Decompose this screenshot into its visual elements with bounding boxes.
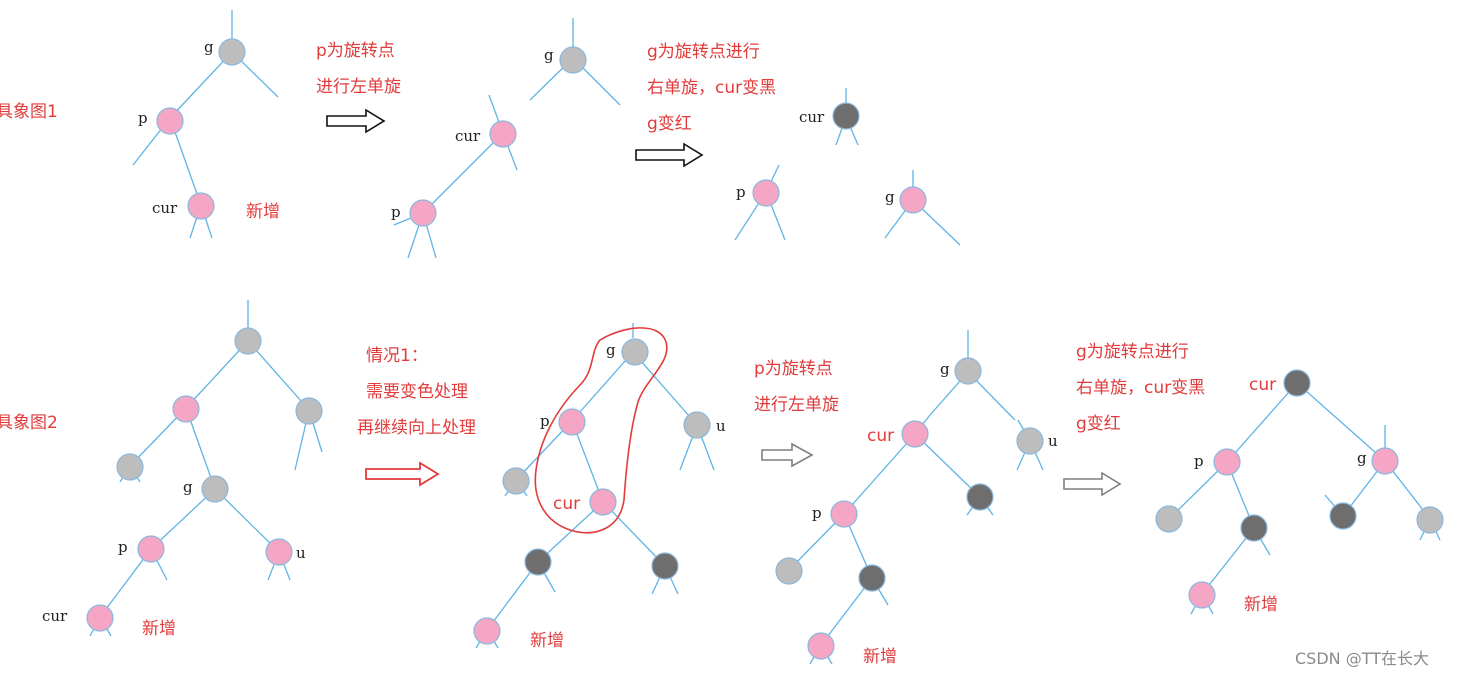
node	[116, 453, 144, 481]
label-g: g	[544, 46, 554, 64]
tree-r1-c: cur p g	[734, 88, 961, 246]
caption-r1-step1: p为旋转点 进行左单旋	[316, 41, 401, 97]
label-cur: cur	[553, 494, 580, 514]
node-u	[1016, 427, 1044, 455]
label-cur: cur	[455, 127, 481, 145]
row-label-1: 具象图1	[0, 102, 58, 122]
caption-r2-step2: g为旋转点进行 右单旋，cur变黑 g变红	[1076, 342, 1211, 434]
node-new	[807, 632, 835, 660]
node-u	[265, 538, 293, 566]
label-u: u	[716, 417, 726, 435]
label-cur: cur	[152, 199, 178, 217]
label-p: p	[391, 203, 401, 221]
caption-r2-case: 情况1： 需要变色处理 再继续向上处理	[357, 346, 476, 438]
node-root	[234, 327, 262, 355]
label-new: 新增	[1244, 595, 1278, 615]
node	[966, 483, 994, 511]
node	[651, 552, 679, 580]
arrow-r2-2	[761, 442, 814, 468]
node	[858, 564, 886, 592]
label-cur: cur	[867, 426, 894, 446]
row-label-2: 具象图2	[0, 413, 58, 433]
tree-r2-c: g cur u p 新增	[775, 330, 1058, 667]
node-g	[559, 46, 587, 74]
label-cur: cur	[799, 108, 825, 126]
label-cur: cur	[42, 607, 68, 625]
node-u	[683, 411, 711, 439]
label-p: p	[540, 412, 550, 430]
node	[502, 467, 530, 495]
node-g	[621, 338, 649, 366]
tree-r1-a: g p cur 新增	[132, 10, 280, 239]
label-new: 新增	[530, 631, 564, 651]
node-new	[473, 617, 501, 645]
node-g	[1371, 447, 1399, 475]
label-p: p	[1194, 452, 1204, 470]
node-cur	[187, 192, 215, 220]
node-p	[137, 535, 165, 563]
label-g: g	[606, 341, 616, 359]
label-p: p	[812, 504, 822, 522]
node-p	[156, 107, 184, 135]
node-g	[201, 475, 229, 503]
label-g: g	[204, 38, 214, 56]
label-g: g	[940, 360, 950, 378]
node-g	[218, 38, 246, 66]
node-g	[899, 186, 927, 214]
caption-r1-step2: g为旋转点进行 右单旋，cur变黑 g变红	[647, 42, 782, 134]
label-g: g	[183, 478, 193, 496]
tree-r2-a: g p u cur 新增	[42, 300, 323, 639]
highlight-outline	[534, 327, 668, 534]
arrow-r2-1	[365, 461, 440, 487]
label-new: 新增	[863, 647, 897, 667]
node-cur	[589, 488, 617, 516]
label-p: p	[736, 183, 746, 201]
label-new: 新增	[142, 619, 176, 639]
label-g: g	[1357, 449, 1367, 467]
tree-r2-b: g p u cur 新增	[473, 323, 726, 651]
node-p	[558, 408, 586, 436]
node-p	[830, 500, 858, 528]
node	[524, 548, 552, 576]
node-cur	[1283, 369, 1311, 397]
node	[1329, 502, 1357, 530]
arrow-r1-2	[635, 142, 704, 168]
label-p: p	[118, 538, 128, 556]
node-cur	[901, 420, 929, 448]
label-new: 新增	[246, 202, 280, 222]
label-u: u	[1048, 432, 1058, 450]
caption-r2-step1: p为旋转点 进行左单旋	[754, 359, 839, 415]
node-p	[752, 179, 780, 207]
node	[1240, 514, 1268, 542]
label-cur: cur	[1249, 375, 1276, 395]
node-new	[1188, 581, 1216, 609]
label-p: p	[138, 109, 148, 127]
arrow-r2-3	[1063, 471, 1122, 497]
label-u: u	[296, 544, 306, 562]
node	[172, 395, 200, 423]
node-g	[954, 357, 982, 385]
node-cur	[489, 120, 517, 148]
node-cur	[86, 604, 114, 632]
node	[1416, 506, 1444, 534]
node	[295, 397, 323, 425]
label-g: g	[885, 188, 895, 206]
node	[1155, 505, 1183, 533]
node-cur	[832, 102, 860, 130]
node-p	[409, 199, 437, 227]
watermark: CSDN @TT在长大	[1295, 649, 1429, 668]
tree-r2-d: cur p g 新增	[1155, 369, 1444, 615]
node	[775, 557, 803, 585]
node-p	[1213, 448, 1241, 476]
arrow-r1-1	[326, 108, 386, 134]
tree-r1-b: g cur p	[391, 18, 621, 259]
